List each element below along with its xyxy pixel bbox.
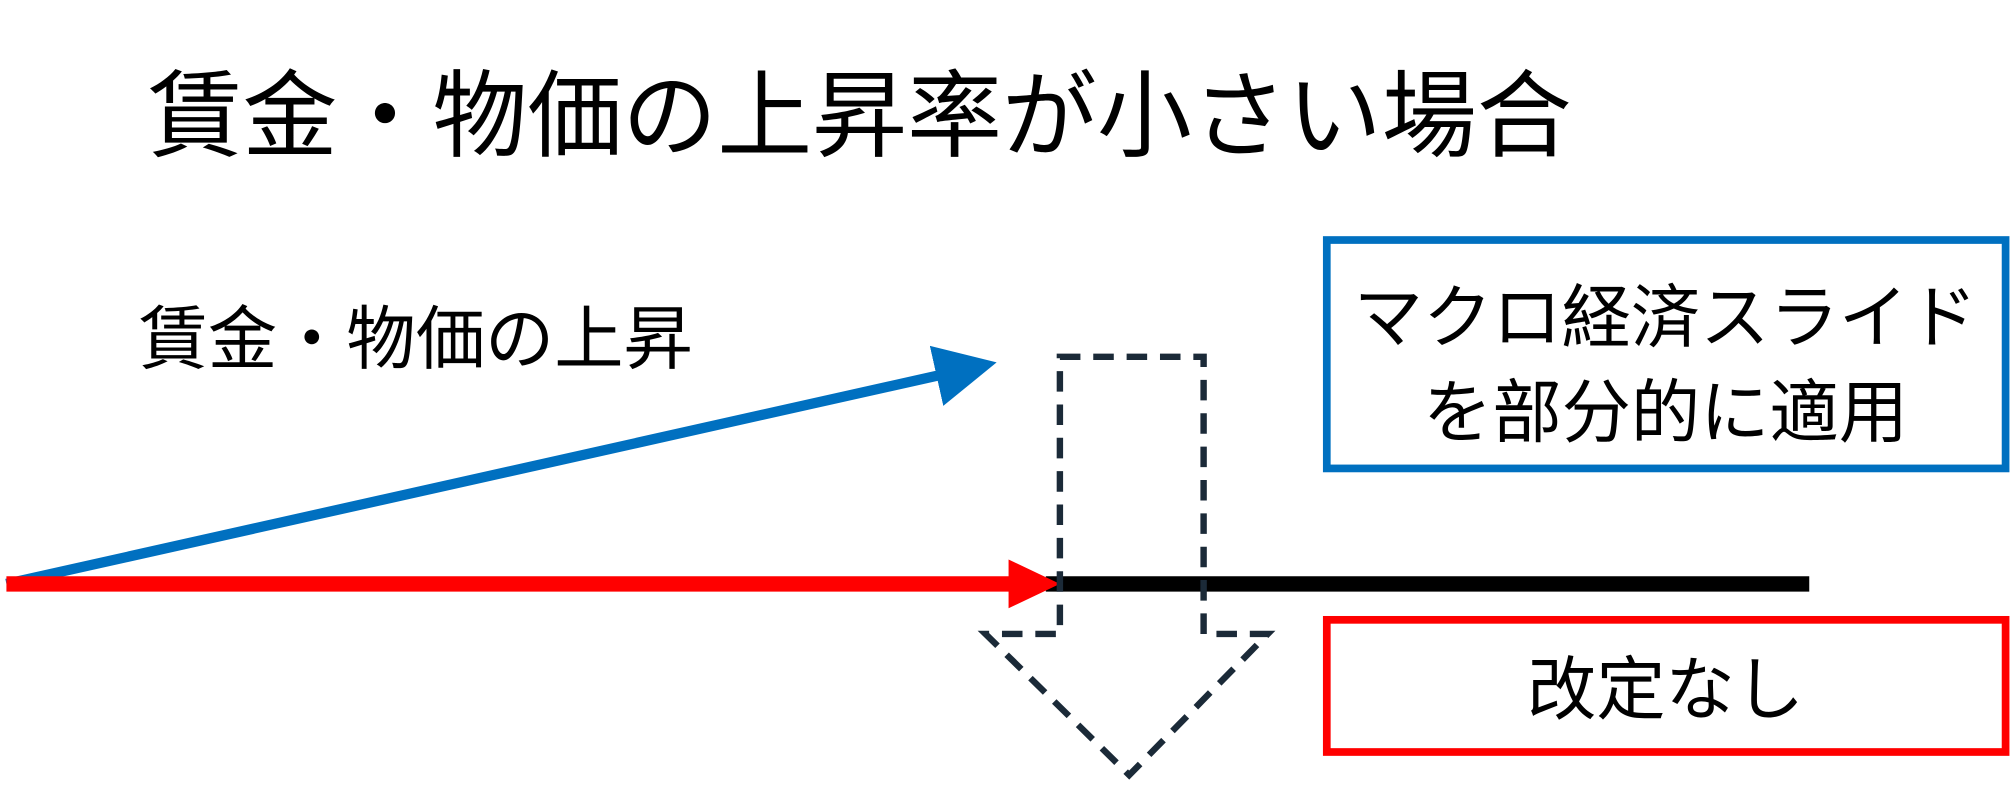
page-title: 賃金・物価の上昇率が小さい場合 xyxy=(148,62,1572,172)
macro-slide-line1: マクロ経済スライド xyxy=(1354,278,1978,358)
actual-revision-arrowhead xyxy=(1008,559,1060,609)
slide-down-arrow xyxy=(977,353,1276,780)
no-revision-label: 改定なし xyxy=(1527,651,1804,731)
no-revision-box xyxy=(1322,615,2010,756)
macro-slide-box xyxy=(1322,236,2010,473)
rise-label: 賃金・物価の上昇 xyxy=(139,300,693,380)
rise-arrow xyxy=(5,345,997,589)
macro-slide-line2: を部分的に適用 xyxy=(1423,373,1908,453)
